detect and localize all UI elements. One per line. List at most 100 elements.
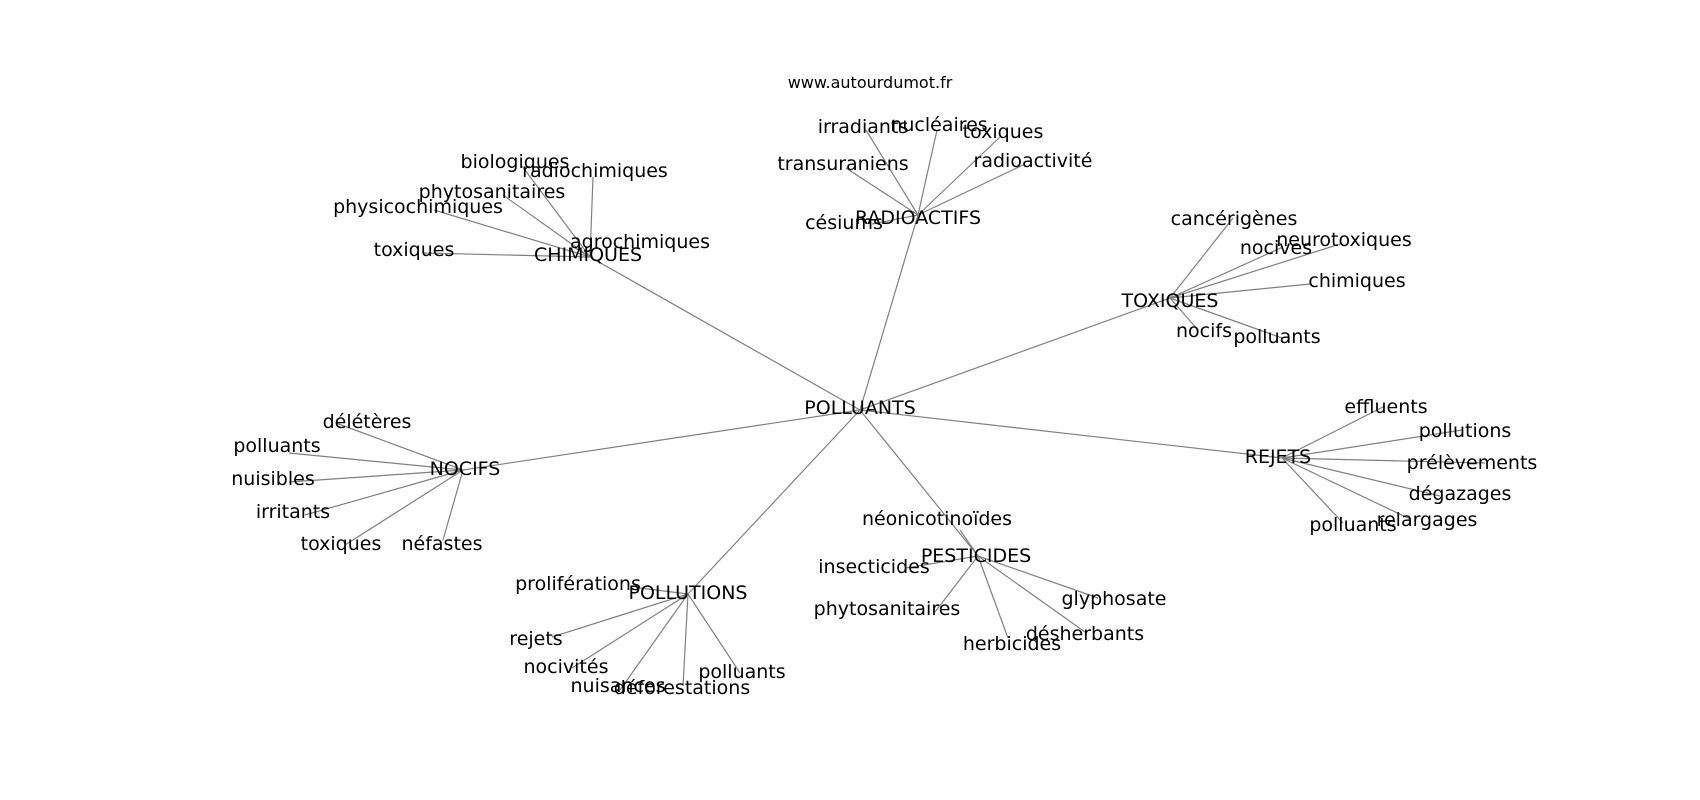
edge-hub-word bbox=[335, 422, 464, 471]
word-node-label[interactable]: radioactivité bbox=[974, 150, 1093, 172]
word-node-label[interactable]: polluants bbox=[1309, 514, 1396, 536]
edge-hub-word bbox=[1169, 243, 1341, 299]
word-node-label[interactable]: cancérigènes bbox=[1171, 208, 1298, 230]
hub-node-label[interactable]: PESTICIDES bbox=[921, 545, 1031, 567]
edge-hub-word bbox=[1169, 246, 1284, 299]
edge-hub-word bbox=[1281, 457, 1441, 497]
word-node-label[interactable]: néonicotinoïdes bbox=[862, 508, 1012, 530]
edge-hub-word bbox=[639, 587, 689, 595]
word-node-label[interactable]: pollutions bbox=[1419, 420, 1512, 442]
word-node-label[interactable]: radiochimiques bbox=[522, 160, 668, 182]
edge-hub-word bbox=[502, 194, 591, 258]
edge-hub-word bbox=[871, 214, 919, 225]
word-node-label[interactable]: proliférations bbox=[515, 573, 641, 595]
edge-hub-word bbox=[344, 469, 464, 546]
edge-hub-word bbox=[977, 555, 1099, 599]
word-node-label[interactable]: effluents bbox=[1344, 396, 1427, 418]
word-node-label[interactable]: neurotoxiques bbox=[1276, 229, 1412, 251]
edge-hub-word bbox=[1169, 217, 1234, 299]
edge-hub-word bbox=[1281, 457, 1486, 464]
edge-root-hub bbox=[859, 409, 979, 557]
hub-node-label[interactable]: REJETS bbox=[1245, 446, 1311, 468]
edge-hub-word bbox=[977, 555, 1086, 633]
word-node-label[interactable]: phytosanitaires bbox=[419, 181, 566, 203]
word-node-label[interactable]: néfastes bbox=[401, 533, 482, 555]
edge-hub-word bbox=[304, 469, 464, 516]
word-node-label[interactable]: toxiques bbox=[374, 239, 455, 261]
word-node-label[interactable]: déforestations bbox=[614, 677, 750, 699]
word-node-label[interactable]: biologiques bbox=[461, 151, 570, 173]
edge-hub-word bbox=[551, 593, 689, 638]
word-node-label[interactable]: irritants bbox=[256, 501, 330, 523]
word-node-label[interactable]: irradiants bbox=[818, 116, 909, 138]
edge-hub-word bbox=[1169, 297, 1199, 331]
edge-hub-word bbox=[288, 469, 464, 483]
edge-root-hub bbox=[589, 256, 861, 411]
edge-hub-word bbox=[1281, 429, 1463, 459]
edge-hub-word bbox=[433, 209, 591, 258]
word-node-label[interactable]: nucléaires bbox=[890, 114, 987, 136]
edge-hub-word bbox=[977, 555, 1009, 639]
edge-root-hub bbox=[859, 297, 1171, 411]
edge-hub-word bbox=[687, 593, 741, 674]
site-watermark[interactable]: www.autourdumot.fr bbox=[788, 73, 953, 92]
edge-hub-word bbox=[1281, 457, 1411, 520]
edge-hub-word bbox=[1169, 283, 1311, 299]
edge-hub-word bbox=[1281, 457, 1344, 524]
labels: www.autourdumot.fr POLLUANTS CHIMIQUES bio… bbox=[231, 73, 1537, 699]
word-node-label[interactable]: phytosanitaires bbox=[814, 598, 961, 620]
word-node-label[interactable]: césiums bbox=[805, 212, 883, 234]
edge-hub-word bbox=[1281, 405, 1386, 459]
word-node-label[interactable]: physicochimiques bbox=[333, 196, 503, 218]
edge-hub-word bbox=[845, 167, 919, 216]
root-node-label[interactable]: POLLUANTS bbox=[804, 397, 915, 419]
word-node-label[interactable]: relargages bbox=[1377, 509, 1478, 531]
word-node-label[interactable]: polluants bbox=[698, 661, 785, 683]
hub-node-label[interactable]: RADIOACTIFS bbox=[855, 207, 981, 229]
edge-root-hub bbox=[462, 409, 861, 471]
edge-hub-word bbox=[442, 469, 464, 541]
hub-node-label[interactable]: TOXIQUES bbox=[1121, 290, 1219, 312]
word-node-label[interactable]: dégazages bbox=[1409, 483, 1512, 505]
edge-hub-word bbox=[619, 593, 689, 691]
edge-hub-word bbox=[423, 252, 591, 258]
edge-hub-word bbox=[959, 529, 979, 557]
edge-hub-word bbox=[574, 247, 591, 258]
word-node-label[interactable]: chimiques bbox=[1308, 270, 1405, 292]
edge-hub-word bbox=[934, 555, 979, 613]
hub-node-label[interactable]: NOCIFS bbox=[430, 458, 501, 480]
word-node-label[interactable]: toxiques bbox=[301, 533, 382, 555]
word-node-label[interactable]: rejets bbox=[509, 628, 562, 650]
word-node-label[interactable]: nuisances bbox=[571, 675, 666, 697]
edge-hub-word bbox=[917, 164, 1024, 216]
word-node-label[interactable]: nocives bbox=[1240, 237, 1312, 259]
word-node-label[interactable]: toxiques bbox=[963, 121, 1044, 143]
word-node-label[interactable]: nocivités bbox=[524, 656, 609, 678]
edge-hub-word bbox=[905, 555, 979, 569]
word-node-label[interactable]: polluants bbox=[233, 435, 320, 457]
hub-node-label[interactable]: CHIMIQUES bbox=[534, 244, 642, 266]
edge-hub-word bbox=[682, 593, 689, 687]
word-node-label[interactable]: glyphosate bbox=[1062, 588, 1167, 610]
word-node-label[interactable]: nocifs bbox=[1176, 320, 1232, 342]
hub-node-label[interactable]: POLLUTIONS bbox=[629, 582, 748, 604]
edge-hub-word bbox=[288, 452, 464, 471]
word-node-label[interactable]: agrochimiques bbox=[570, 231, 710, 253]
edge-hub-word bbox=[521, 165, 591, 258]
edge-hub-word bbox=[865, 129, 919, 216]
word-node-label[interactable]: transuraniens bbox=[777, 153, 908, 175]
word-node-label[interactable]: insecticides bbox=[818, 556, 929, 578]
edges bbox=[288, 129, 1486, 691]
word-node-label[interactable]: nuisibles bbox=[231, 468, 314, 490]
word-node-label[interactable]: prélèvements bbox=[1407, 452, 1538, 474]
word-node-label[interactable]: désherbants bbox=[1026, 623, 1144, 645]
edge-hub-word bbox=[1169, 297, 1283, 339]
word-node-label[interactable]: herbicides bbox=[963, 633, 1061, 655]
word-node-label[interactable]: polluants bbox=[1233, 326, 1320, 348]
edge-root-hub bbox=[859, 214, 919, 411]
word-node-label[interactable]: délétères bbox=[323, 411, 412, 433]
edge-hub-word bbox=[917, 136, 1001, 216]
edge-root-hub bbox=[859, 409, 1283, 459]
